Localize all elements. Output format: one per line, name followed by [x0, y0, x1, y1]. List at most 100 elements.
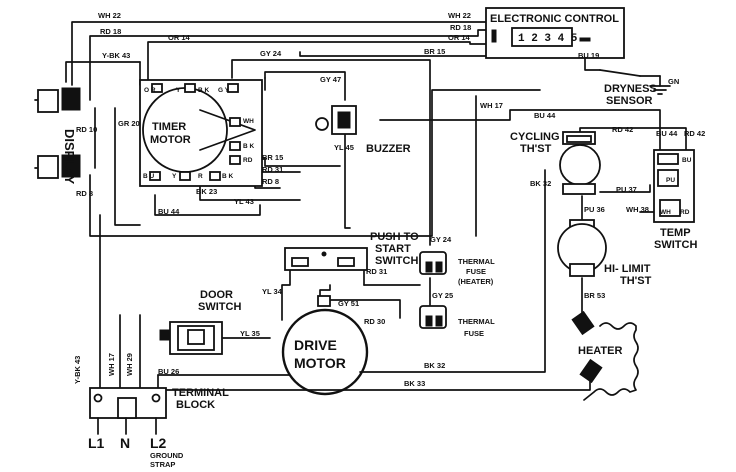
- heater-label: HEATER: [578, 345, 622, 357]
- thermal-fuse-label-1: THERMAL: [458, 317, 495, 326]
- cycling-thst-label-1: CYCLING: [510, 131, 560, 143]
- wire-label-rd30: RD 30: [364, 317, 385, 326]
- dryness-sensor: DRYNESS SENSOR GN: [599, 69, 679, 107]
- timer-motor: TIMER MOTOR O R Y B K G Y WH B K RD B U …: [139, 79, 263, 187]
- cycling-thst-label-2: TH'ST: [520, 143, 552, 155]
- wire-label-gy24-top: GY 24: [260, 49, 282, 58]
- wire-label-bk32-bottom: BK 32: [424, 361, 445, 370]
- temp-switch-label-1: TEMP: [660, 227, 691, 239]
- l1-label: L1: [88, 435, 105, 451]
- wire-label-rd31-timer: RD 31: [262, 165, 283, 174]
- timer-term-wh: WH: [243, 118, 254, 125]
- terminal-block-label-2: BLOCK: [176, 399, 215, 411]
- wire-label-rd42-right: RD 42: [684, 129, 705, 138]
- push-to-start-label-3: SWITCH: [375, 255, 418, 267]
- wire-label-bu26: BU 26: [158, 367, 179, 376]
- wire-label-rd10: RD 10: [76, 125, 97, 134]
- wire-label-pu36: PU 36: [584, 205, 605, 214]
- wire-label-bk32-vert: BK 32: [530, 179, 551, 188]
- wire-label-yl34: YL 34: [262, 287, 283, 296]
- wire-label-br53: BR 53: [584, 291, 605, 300]
- sw-term-pu: PU: [666, 177, 675, 184]
- timer-term-r: R: [198, 173, 203, 180]
- wire-label-gy24-fuse: GY 24: [430, 235, 452, 244]
- timer-term-bk: B K: [198, 87, 210, 94]
- wire-label-bk23: BK 23: [196, 187, 217, 196]
- wire-label-ybk43-vert: Y-BK 43: [73, 356, 82, 384]
- dryness-sensor-label-1: DRYNESS: [604, 83, 657, 95]
- wire-label-yl35: YL 35: [240, 329, 260, 338]
- wire-label-gy25: GY 25: [432, 291, 453, 300]
- wire-label-bu44-right: BU 44: [656, 129, 678, 138]
- wire-label-wh29: WH 29: [125, 353, 134, 376]
- buzzer: BUZZER: [315, 105, 411, 155]
- svg-text:DISPLAY: DISPLAY: [62, 129, 77, 184]
- door-switch-label-2: SWITCH: [198, 301, 241, 313]
- hi-limit-thermostat: HI- LIMIT TH'ST: [557, 219, 652, 287]
- wire-label-gr20: GR 20: [118, 119, 140, 128]
- timer-term-gy: G Y: [218, 87, 230, 94]
- wire-label-wh38: WH 38: [626, 205, 649, 214]
- control-pins-label: 1 2 3 4 5: [518, 33, 578, 45]
- dryness-sensor-label-2: SENSOR: [606, 95, 653, 107]
- hi-limit-label-1: HI- LIMIT: [604, 263, 651, 275]
- wire-label-or14-top: OR 14: [168, 33, 191, 42]
- timer-motor-label-1: TIMER: [152, 121, 186, 133]
- wire-label-pu37: PU 37: [616, 185, 637, 194]
- wire-label-rd18-top: RD 18: [100, 27, 121, 36]
- hi-limit-label-2: TH'ST: [620, 275, 652, 287]
- thermal-fuse-heater-label-1: THERMAL: [458, 257, 495, 266]
- terminal-block: TERMINAL BLOCK L1 N L2 GROUND STRAP: [88, 387, 229, 469]
- wire-label-rd42: RD 42: [612, 125, 633, 134]
- push-to-start-label-1: PUSH TO: [370, 231, 419, 243]
- display-label: DISPLAY: [62, 129, 77, 184]
- timer-term-or: O R: [144, 87, 156, 94]
- timer-term-bk3: B K: [222, 173, 234, 180]
- buzzer-label: BUZZER: [366, 143, 411, 155]
- wire-label-gy51: GY 51: [338, 299, 359, 308]
- push-to-start-label-2: START: [375, 243, 411, 255]
- thermal-fuse: THERMAL FUSE: [419, 305, 495, 338]
- drive-motor: DRIVE MOTOR: [281, 295, 369, 396]
- push-to-start-switch: PUSH TO START SWITCH: [284, 231, 419, 271]
- thermal-fuse-label-2: FUSE: [464, 329, 484, 338]
- wire-label-gy47: GY 47: [320, 75, 341, 84]
- door-switch-label-1: DOOR: [200, 289, 233, 301]
- timer-term-y: Y: [176, 87, 181, 94]
- wire-label-wh22-ctl: WH 22: [448, 11, 471, 20]
- ground-strap-label-1: GROUND: [150, 451, 184, 460]
- wire-label-br15-timer: BR 15: [262, 153, 283, 162]
- electronic-control-label: ELECTRONIC CONTROL: [490, 13, 619, 25]
- wire-labels: WH 22 WH 22 RD 18 RD 18 OR 14 OR 14 GY 2…: [73, 11, 705, 388]
- sw-term-wh: WH: [660, 209, 671, 216]
- wire-label-or14-ctl: OR 14: [448, 33, 471, 42]
- wire-label-rd8-timer: RD 8: [262, 177, 279, 186]
- sw-term-rd: RD: [680, 209, 690, 216]
- electronic-control: ELECTRONIC CONTROL 1 2 3 4 5: [485, 7, 625, 59]
- wire-label-wh17-vert: WH 17: [107, 353, 116, 376]
- gn-label: GN: [668, 77, 679, 86]
- l2-label: L2: [150, 435, 167, 451]
- timer-term-bu: B U: [143, 173, 155, 180]
- wire-label-bu19: BU 19: [578, 51, 599, 60]
- thermal-fuse-heater: THERMAL FUSE (HEATER): [419, 251, 495, 286]
- wire-label-yl45: YL 45: [334, 143, 354, 152]
- thermal-fuse-heater-label-3: (HEATER): [458, 277, 494, 286]
- door-switch: DOOR SWITCH: [159, 289, 241, 355]
- timer-term-rd: RD: [243, 157, 253, 164]
- timer-motor-label-2: MOTOR: [150, 134, 191, 146]
- wire-label-rd18-ctl: RD 18: [450, 23, 471, 32]
- wire-label-rd31-start: RD 31: [366, 267, 387, 276]
- heater: HEATER: [571, 310, 622, 384]
- thermal-fuse-heater-label-2: FUSE: [466, 267, 486, 276]
- temp-switch: BU PU WH RD TEMP SWITCH: [653, 149, 697, 251]
- wire-label-ybk43-top: Y-BK 43: [102, 51, 130, 60]
- wire-label-wh17: WH 17: [480, 101, 503, 110]
- sw-term-bu: BU: [682, 157, 692, 164]
- wire-label-wh22-top: WH 22: [98, 11, 121, 20]
- wire-label-br15-ctl: BR 15: [424, 47, 445, 56]
- ground-strap-label-2: STRAP: [150, 460, 175, 469]
- n-label: N: [120, 435, 130, 451]
- terminal-block-label-1: TERMINAL: [172, 387, 229, 399]
